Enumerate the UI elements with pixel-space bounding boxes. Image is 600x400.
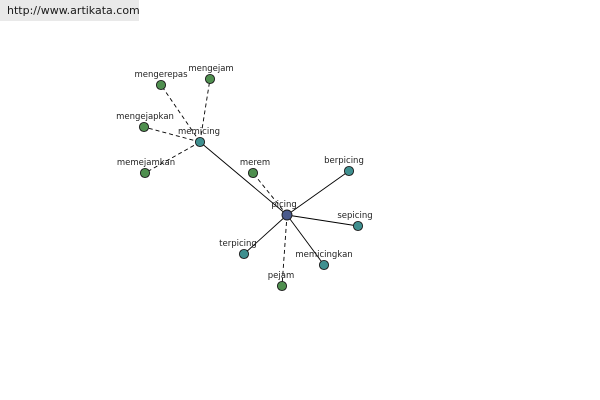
node-sepicing[interactable]: sepicing: [337, 211, 373, 232]
node-label-memicing[interactable]: memicing: [178, 127, 220, 137]
edge-picing-sepicing: [286, 214, 359, 227]
edge-memicing-memejamkan: [144, 141, 201, 174]
node-marker-memicingkan[interactable]: [318, 259, 330, 271]
url-header: http://www.artikata.com: [0, 0, 140, 21]
node-marker-mengerepas[interactable]: [155, 79, 167, 91]
node-label-berpicing[interactable]: berpicing: [324, 156, 364, 166]
edge-picing-merem: [252, 172, 288, 216]
node-marker-terpicing[interactable]: [238, 248, 250, 260]
node-label-mengejam[interactable]: mengejam: [188, 64, 233, 74]
node-label-memicingkan[interactable]: memicingkan: [295, 250, 352, 260]
node-merem[interactable]: merem: [240, 158, 270, 179]
node-mengejapkan[interactable]: mengejapkan: [116, 112, 174, 133]
edge-picing-terpicing: [243, 214, 288, 255]
node-marker-sepicing[interactable]: [352, 220, 364, 232]
edge-picing-pejam: [281, 214, 288, 287]
node-label-memejamkan[interactable]: memejamkan: [117, 158, 175, 168]
node-label-mengerepas[interactable]: mengerepas: [134, 70, 188, 80]
edge-picing-memicingkan: [286, 214, 325, 266]
node-label-pejam[interactable]: pejam: [268, 271, 294, 281]
node-marker-merem[interactable]: [247, 167, 259, 179]
edges-layer: [143, 78, 359, 287]
site-url-link[interactable]: http://www.artikata.com: [7, 4, 140, 17]
node-label-mengejapkan[interactable]: mengejapkan: [116, 112, 174, 122]
node-picing[interactable]: picing: [271, 200, 297, 221]
node-marker-berpicing[interactable]: [343, 165, 355, 177]
node-mengejam[interactable]: mengejam: [188, 64, 234, 85]
node-marker-pejam[interactable]: [276, 280, 288, 292]
node-berpicing[interactable]: berpicing: [324, 156, 364, 177]
node-marker-picing[interactable]: [281, 209, 293, 221]
edge-memicing-mengejapkan: [143, 126, 201, 143]
edge-picing-berpicing: [286, 170, 350, 216]
node-memicing[interactable]: memicing: [178, 127, 220, 148]
edge-memicing-mengejam: [199, 78, 211, 143]
edge-memicing-mengerepas: [160, 84, 201, 143]
node-label-merem[interactable]: merem: [240, 158, 270, 168]
node-label-terpicing[interactable]: terpicing: [219, 239, 257, 249]
node-marker-mengejapkan[interactable]: [138, 121, 150, 133]
node-label-picing[interactable]: picing: [271, 200, 297, 210]
node-marker-memicing[interactable]: [194, 136, 206, 148]
node-memicingkan[interactable]: memicingkan: [295, 250, 353, 271]
node-marker-mengejam[interactable]: [204, 73, 216, 85]
node-pejam[interactable]: pejam: [268, 271, 294, 292]
node-marker-memejamkan[interactable]: [139, 167, 151, 179]
node-mengerepas[interactable]: mengerepas: [134, 70, 188, 91]
node-label-sepicing[interactable]: sepicing: [337, 211, 372, 221]
edge-memicing-picing: [199, 141, 288, 216]
node-memejamkan[interactable]: memejamkan: [117, 158, 175, 179]
node-terpicing[interactable]: terpicing: [219, 239, 257, 260]
